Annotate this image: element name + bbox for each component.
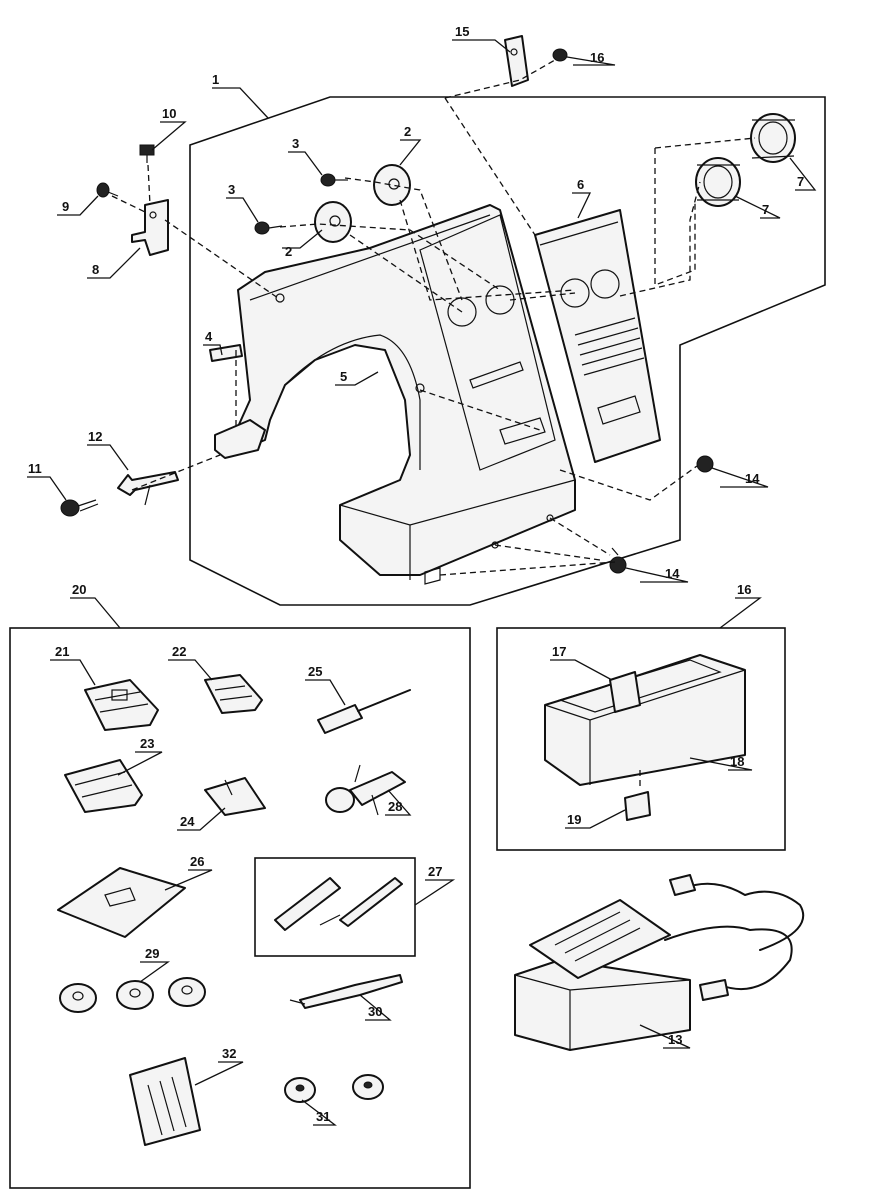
tool-set-27 [254, 857, 416, 957]
callout-27: 27 [428, 864, 442, 879]
lever-part-12 [117, 471, 179, 506]
storage-box-16 [496, 627, 786, 851]
callout-6: 6 [577, 177, 584, 192]
callout-13: 13 [668, 1032, 682, 1047]
screw-part-11 [60, 499, 99, 517]
callout-10: 10 [162, 106, 176, 121]
callout-16-top: 16 [590, 50, 604, 65]
dial-knob-lower [695, 157, 741, 207]
plate-26 [57, 867, 186, 938]
callout-23: 23 [140, 736, 154, 751]
callout-22: 22 [172, 644, 186, 659]
callout-20: 20 [72, 582, 86, 597]
callout-1: 1 [212, 72, 219, 87]
callout-3-lower: 3 [228, 182, 235, 197]
screw-part-14-lower [609, 547, 627, 574]
callout-26: 26 [190, 854, 204, 869]
callout-8: 8 [92, 262, 99, 277]
pin-part-4 [209, 344, 243, 362]
callout-28: 28 [388, 799, 402, 814]
callout-21: 21 [55, 644, 69, 659]
callout-11: 11 [28, 461, 42, 476]
callout-32: 32 [222, 1046, 236, 1061]
callout-14-lower: 14 [665, 566, 680, 581]
callout-14-upper: 14 [745, 471, 760, 486]
accessories-box [9, 627, 471, 1189]
hinge-bracket [214, 419, 266, 459]
callout-19: 19 [567, 812, 581, 827]
bracket-part-15 [504, 35, 529, 87]
dial-disc-lower [314, 201, 352, 243]
dial-knob-upper [750, 113, 796, 163]
callout-5: 5 [340, 369, 347, 384]
callout-7-lower: 7 [762, 202, 769, 217]
callout-4: 4 [205, 329, 213, 344]
callout-24: 24 [180, 814, 195, 829]
callout-18: 18 [730, 754, 744, 769]
callout-7-upper: 7 [797, 174, 804, 189]
dial-disc-upper [373, 164, 411, 206]
screw-part-10 [139, 144, 155, 163]
spool-caps-31 [284, 1074, 384, 1103]
callout-labels: 1 2 3 3 2 4 5 6 7 7 8 9 10 11 12 14 14 1… [28, 24, 804, 1124]
callout-2-lower: 2 [285, 244, 292, 259]
callout-29: 29 [145, 946, 159, 961]
foot-controller-13 [514, 874, 805, 1051]
callout-3-upper: 3 [292, 136, 299, 151]
leader-lines [27, 39, 817, 1126]
brush-30 [289, 974, 403, 1009]
callout-31: 31 [316, 1109, 330, 1124]
callout-30: 30 [368, 1004, 382, 1019]
callout-17: 17 [552, 644, 566, 659]
callout-2-upper: 2 [404, 124, 411, 139]
screw-part-14-upper [696, 455, 714, 473]
callout-15: 15 [455, 24, 469, 39]
screw-upper [320, 173, 348, 187]
screw-part-9 [96, 182, 119, 198]
assembly-dashed-lines [111, 59, 756, 576]
callout-12: 12 [88, 429, 102, 444]
bracket-part-8 [131, 199, 169, 256]
bobbin-set-29 [59, 977, 206, 1013]
callout-9: 9 [62, 199, 69, 214]
tool-28 [325, 764, 406, 816]
presser-foot-24 [204, 777, 266, 816]
presser-foot-21 [84, 679, 159, 731]
body-cover [231, 204, 576, 585]
callout-25: 25 [308, 664, 322, 679]
callout-16: 16 [737, 582, 751, 597]
screw-lower [254, 221, 283, 235]
screwdriver-25 [317, 689, 411, 734]
screw-part-16-top [552, 48, 568, 62]
main-assembly-frame [189, 96, 826, 606]
needle-pack-32 [129, 1057, 201, 1146]
presser-foot-22 [204, 674, 263, 714]
front-panel-plate [534, 209, 661, 463]
